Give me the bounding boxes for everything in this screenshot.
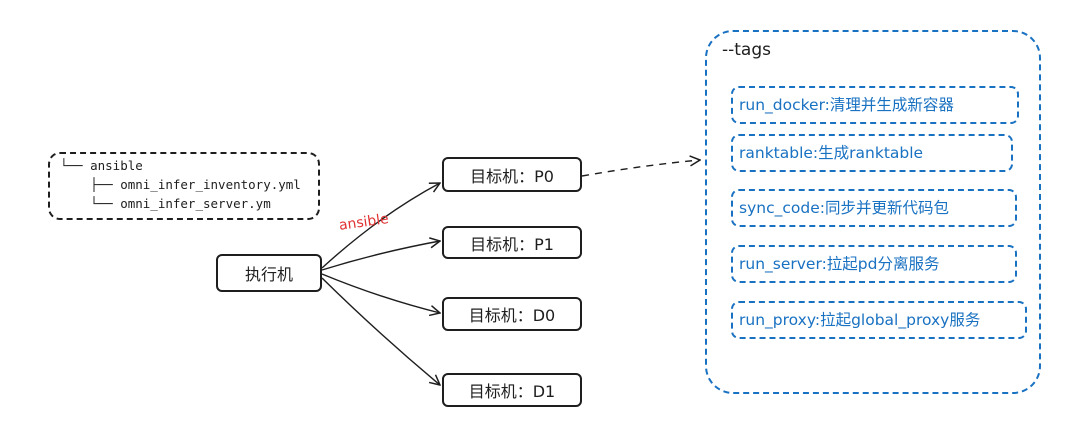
target-node-d0: 目标机：D0 [442,297,582,331]
target-label-d0: 目标机：D0 [468,306,556,325]
arrow-p0-to-tags [581,160,700,177]
arrow-executor-to-d0 [321,273,440,313]
executor-node: 执行机 [216,254,322,292]
executor-label: 执行机 [244,265,293,284]
arrow-executor-to-p1 [321,241,440,271]
tag-item-run-proxy: run_proxy:拉起global_proxy服务 [731,301,1027,339]
tags-panel [705,30,1041,394]
tag-item-sync-code: sync_code:同步并更新代码包 [731,189,1017,227]
file-tree-box [48,152,320,220]
target-label-d1: 目标机：D1 [468,382,556,401]
target-node-p0: 目标机：P0 [442,157,582,192]
tree-file-inventory: ├── omni_infer_inventory.yml [60,177,301,192]
target-node-d1: 目标机：D1 [442,373,582,407]
target-label-p0: 目标机：P0 [470,166,554,186]
arrow-executor-to-d1 [321,277,440,385]
arrow-executor-to-p0 [321,183,440,269]
tree-root-ansible: └── ansible [60,158,143,173]
target-node-p1: 目标机：P1 [442,226,582,259]
tags-title: --tags [722,40,771,60]
tag-item-run-docker: run_docker:清理并生成新容器 [731,86,1019,124]
tree-file-server: └── omni_infer_server.ym [60,196,271,211]
target-label-p1: 目标机：P1 [470,234,554,254]
tag-item-run-server: run_server:拉起pd分离服务 [731,245,1017,283]
tag-item-ranktable: ranktable:生成ranktable [731,134,1013,172]
